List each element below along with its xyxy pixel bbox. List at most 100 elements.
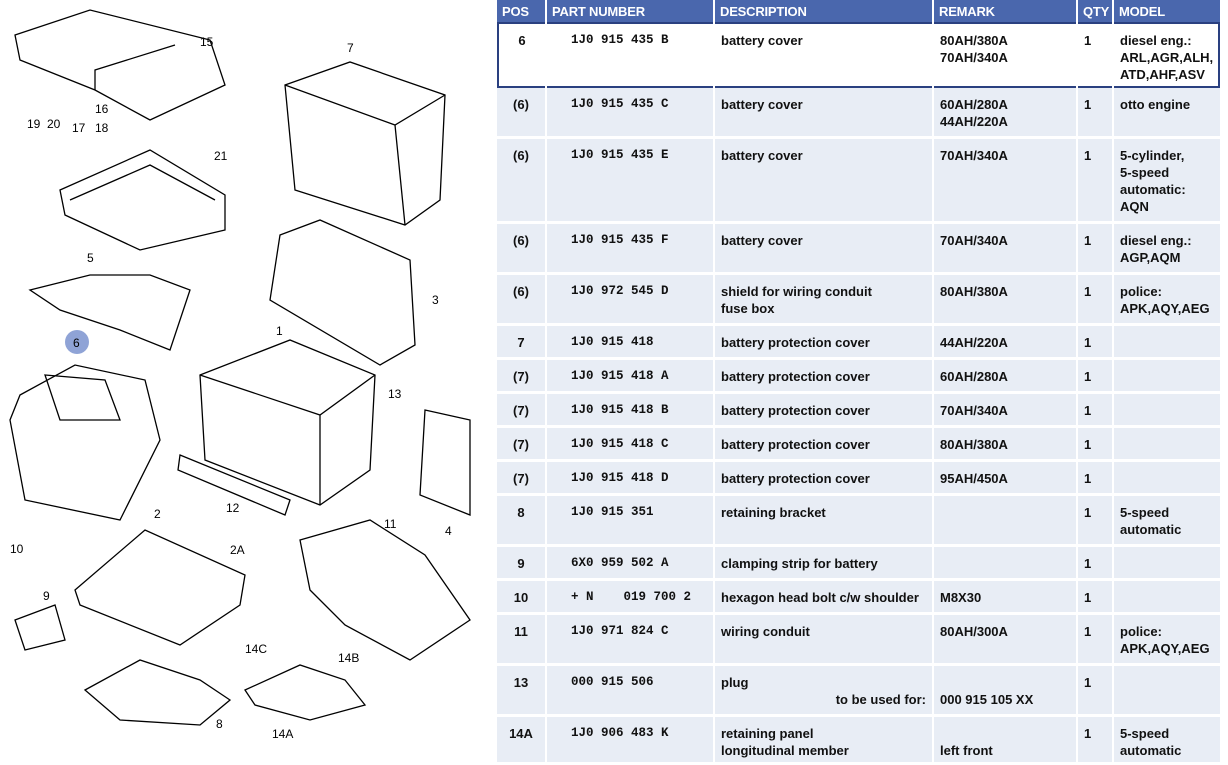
column-header[interactable]: REMARK bbox=[934, 0, 1076, 22]
desc-line: battery protection cover bbox=[721, 335, 870, 350]
desc-line: battery protection cover bbox=[721, 369, 870, 384]
pos-cell: (7) bbox=[497, 462, 545, 496]
desc-line: battery cover bbox=[721, 148, 803, 163]
remark-line: 80AH/380A bbox=[940, 33, 1008, 48]
model-cell: diesel eng.:ARL,AGR,ALH,ATD,AHF,ASV bbox=[1114, 22, 1220, 88]
wiring-conduit bbox=[299, 519, 471, 661]
remark-cell: 80AH/380A bbox=[934, 428, 1076, 462]
svg-text:9: 9 bbox=[43, 589, 50, 603]
remark-line: 80AH/380A bbox=[940, 284, 1008, 299]
svg-text:18: 18 bbox=[95, 121, 109, 135]
remark-cell bbox=[934, 496, 1076, 547]
svg-text:20: 20 bbox=[47, 117, 61, 131]
qty-cell: 1 bbox=[1078, 666, 1112, 717]
desc-line: battery protection cover bbox=[721, 471, 870, 486]
svg-text:8: 8 bbox=[216, 717, 223, 731]
part-number-cell: 1J0 915 418 B bbox=[547, 394, 713, 428]
description-cell: battery protection cover bbox=[715, 326, 932, 360]
desc-line: battery cover bbox=[721, 97, 803, 112]
part-number-cell: + N 019 700 2 bbox=[547, 581, 713, 615]
qty-cell: 1 bbox=[1078, 717, 1112, 765]
description-cell: hexagon head bolt c/w shoulder bbox=[715, 581, 932, 615]
model-cell bbox=[1114, 462, 1220, 496]
pos-cell: 6 bbox=[497, 22, 545, 88]
desc-line: fuse box bbox=[721, 301, 775, 316]
model-cell bbox=[1114, 666, 1220, 717]
remark-cell: 60AH/280A bbox=[934, 360, 1076, 394]
column-header[interactable]: DESCRIPTION bbox=[715, 0, 932, 22]
column-header[interactable]: MODEL bbox=[1114, 0, 1220, 22]
model-cell bbox=[1114, 326, 1220, 360]
fuse-box-cover bbox=[14, 9, 226, 121]
retaining-panel-14a bbox=[244, 664, 367, 721]
description-cell: battery cover bbox=[715, 224, 932, 275]
battery bbox=[199, 339, 376, 506]
model-line: 5-speed bbox=[1120, 505, 1170, 520]
description-cell: battery protection cover bbox=[715, 394, 932, 428]
pos-cell: (7) bbox=[497, 394, 545, 428]
remark-line: 60AH/280A bbox=[940, 369, 1008, 384]
pos-cell: (7) bbox=[497, 360, 545, 394]
desc-line: shield for wiring conduit bbox=[721, 284, 872, 299]
pos-cell: 11 bbox=[497, 615, 545, 666]
svg-text:3: 3 bbox=[432, 293, 439, 307]
callout-6-selected[interactable]: 6 bbox=[65, 330, 89, 354]
column-header[interactable]: POS bbox=[497, 0, 545, 22]
model-line: otto engine bbox=[1120, 97, 1191, 112]
svg-text:4: 4 bbox=[445, 524, 452, 538]
remark-line bbox=[940, 674, 1070, 691]
part-number-cell: 1J0 915 435 F bbox=[547, 224, 713, 275]
model-line: APK,AQY,AEG bbox=[1120, 641, 1210, 656]
svg-text:14B: 14B bbox=[338, 651, 359, 665]
pos-cell: (6) bbox=[497, 275, 545, 326]
part-number-cell: 1J0 971 824 C bbox=[547, 615, 713, 666]
panel-4 bbox=[419, 409, 471, 516]
remark-line: 70AH/340A bbox=[940, 403, 1008, 418]
part-number-cell: 1J0 915 435 C bbox=[547, 88, 713, 139]
part-number-cell: 1J0 915 435 B bbox=[547, 22, 713, 88]
part-number-cell: 1J0 915 418 bbox=[547, 326, 713, 360]
svg-text:2A: 2A bbox=[230, 543, 245, 557]
remark-cell: left front bbox=[934, 717, 1076, 765]
part-number-cell: 1J0 906 483 K bbox=[547, 717, 713, 765]
model-line: AGP,AQM bbox=[1120, 250, 1181, 265]
remark-cell bbox=[934, 547, 1076, 581]
remark-line: left front bbox=[940, 743, 993, 758]
svg-text:17: 17 bbox=[72, 121, 86, 135]
model-line: automatic: bbox=[1120, 182, 1186, 197]
remark-line: M8X30 bbox=[940, 590, 982, 605]
column-header[interactable]: PART NUMBER bbox=[547, 0, 713, 22]
description-cell: battery cover bbox=[715, 88, 932, 139]
model-cell: police:APK,AQY,AEG bbox=[1114, 615, 1220, 666]
model-line: automatic bbox=[1120, 743, 1182, 758]
column-header[interactable]: QTY bbox=[1078, 0, 1112, 22]
svg-text:10: 10 bbox=[10, 542, 24, 556]
qty-cell: 1 bbox=[1078, 326, 1112, 360]
model-line: ARL,AGR,ALH, bbox=[1120, 50, 1214, 65]
description-cell: battery protection cover bbox=[715, 428, 932, 462]
part-number-cell: 1J0 915 351 bbox=[547, 496, 713, 547]
model-line: 5-cylinder, bbox=[1120, 148, 1185, 163]
model-cell bbox=[1114, 428, 1220, 462]
remark-cell: M8X30 bbox=[934, 581, 1076, 615]
qty-cell: 1 bbox=[1078, 22, 1112, 88]
desc-line: clamping strip for battery bbox=[721, 556, 878, 571]
model-line: automatic bbox=[1120, 522, 1182, 537]
